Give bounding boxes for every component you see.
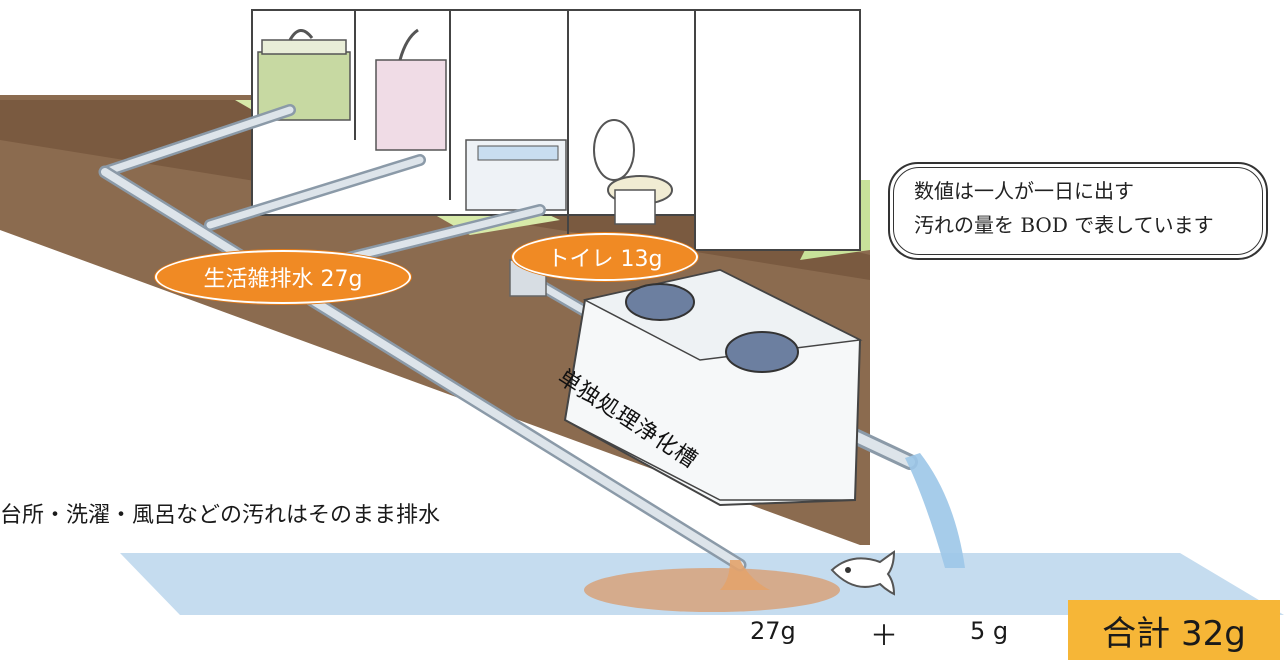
toilet: [593, 119, 635, 181]
sum-right-value: 5 g: [970, 617, 1009, 645]
outflow-water: [905, 453, 965, 568]
wall-panel: [694, 9, 861, 251]
sum-left-value: 27g: [750, 617, 796, 645]
total-badge: 合計 32g: [1068, 600, 1280, 660]
tank-lid-1: [625, 283, 695, 321]
tank-lid-2: [725, 331, 799, 373]
gray-water-label: 生活雑排水 27g: [155, 250, 411, 304]
toilet-label: トイレ 13g: [512, 233, 698, 281]
fish-icon: [830, 550, 896, 596]
pollution-cloud: [584, 568, 840, 612]
drain-note: 台所・洗濯・風呂などの汚れはそのまま排水: [0, 503, 441, 528]
total-text: 合計 32g: [1102, 613, 1246, 654]
washing-machine: [375, 59, 447, 151]
kitchen-sink: [257, 51, 351, 121]
note-box: 数値は一人が一日に出す 汚れの量を BOD で表しています: [888, 162, 1268, 260]
septic-tank: [563, 268, 863, 507]
toilet-text: トイレ 13g: [547, 247, 663, 272]
note-line-1: 数値は一人が一日に出す: [914, 179, 1134, 203]
gray-water-text: 生活雑排水 27g: [203, 267, 363, 292]
note-line-2: 汚れの量を BOD で表しています: [914, 213, 1214, 237]
sum-plus-sign: ＋: [870, 619, 899, 652]
